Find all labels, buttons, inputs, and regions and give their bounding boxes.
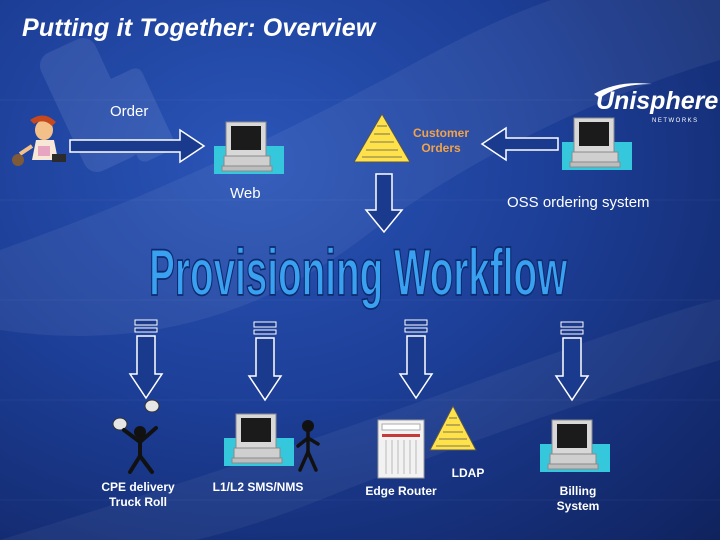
document-stack-icon	[429, 404, 477, 451]
web-label: Web	[230, 185, 261, 202]
logo-text: Unisphere	[596, 87, 718, 115]
billing-line1: Billing	[559, 484, 597, 498]
computer-icon	[540, 419, 610, 472]
customer-orders-line2: Orders	[421, 141, 461, 155]
stick-figure-icon	[296, 420, 320, 472]
order-label: Order	[110, 103, 149, 120]
arrow-down-icon	[128, 319, 164, 400]
billing-line2: System	[556, 499, 600, 513]
edge-router-label: Edge Router	[365, 484, 437, 498]
customer-orders-line1: Customer	[412, 126, 469, 140]
arrow-down-icon	[398, 319, 434, 400]
computer-icon	[562, 117, 632, 170]
slide-title: Putting it Together: Overview	[22, 14, 376, 42]
document-stack-icon	[353, 113, 411, 163]
person-icon	[12, 115, 66, 166]
computer-icon	[224, 413, 294, 466]
computer-icon	[214, 121, 284, 174]
customer-orders-label: Customer Orders	[406, 126, 476, 156]
arrow-down-icon	[364, 173, 404, 234]
oss-label: OSS ordering system	[507, 194, 650, 211]
cpe-label: CPE delivery Truck Roll	[92, 480, 184, 510]
arrow-left-icon	[480, 126, 559, 162]
arrow-down-icon	[554, 321, 590, 402]
arrow-down-icon	[247, 321, 283, 402]
headline-text: Provisioning Workflow	[149, 236, 567, 310]
cpe-line2: Truck Roll	[108, 495, 167, 509]
juggler-icon	[112, 399, 160, 474]
unisphere-logo: Unisphere NETWORKS	[594, 83, 718, 124]
billing-label: Billing System	[538, 484, 618, 514]
arrow-right-icon	[69, 128, 206, 164]
router-icon	[377, 419, 425, 479]
logo-subtext: NETWORKS	[652, 118, 699, 124]
cpe-line1: CPE delivery	[101, 480, 175, 494]
l1l2-label: L1/L2 SMS/NMS	[212, 480, 304, 494]
ldap-label: LDAP	[451, 466, 485, 480]
